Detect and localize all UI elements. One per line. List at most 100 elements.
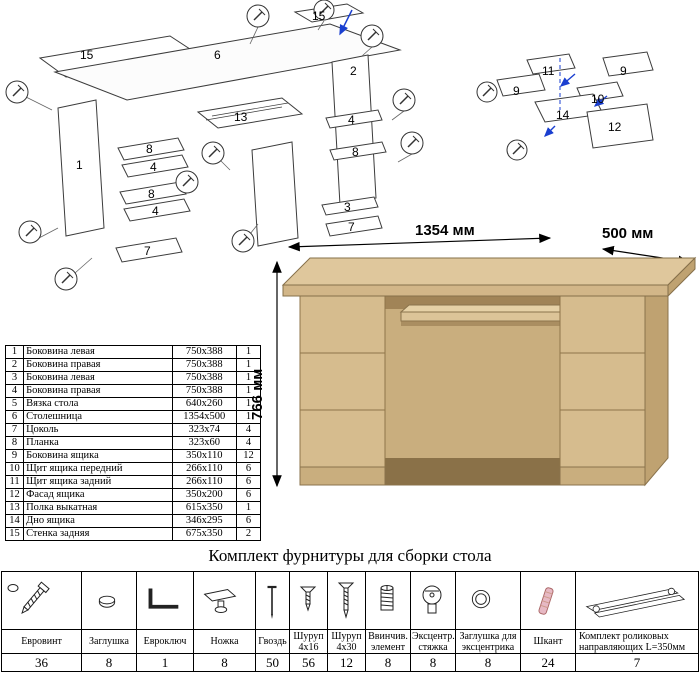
part-number: 5 — [4, 397, 25, 411]
parts-row: 1 Боковина левая 750x388 1 — [4, 345, 262, 359]
part-number: 14 — [4, 514, 25, 528]
hardware-qty-row: 36 8 1 8 50 56 12 8 8 8 24 7 — [1, 653, 699, 672]
part-name: Боковина правая — [23, 384, 173, 398]
depth-dimension-label: 500 мм — [602, 225, 654, 242]
part-number: 12 — [4, 488, 25, 502]
parts-row: 10 Щит ящика передний 266x110 6 — [4, 462, 262, 476]
plinths — [299, 466, 646, 486]
part-number-label: 14 — [556, 108, 570, 122]
euroscrew-icon — [7, 581, 50, 614]
hardware-table: Евровинт Заглушка Евроключ Ножка Гвоздь … — [1, 571, 699, 672]
part-number: 2 — [4, 358, 25, 372]
part-name: Боковина левая — [23, 371, 173, 385]
part-name: Полка выкатная — [23, 501, 173, 515]
parts-row: 5 Вязка стола 640x260 1 — [4, 397, 262, 411]
drawer-front — [559, 409, 646, 468]
part-qty: 1 — [235, 410, 262, 424]
part-size: 266x110 — [171, 462, 237, 476]
part-name: Боковина левая — [23, 345, 173, 359]
part-size: 266x110 — [171, 475, 237, 489]
hardware-name: Эксцентр. стяжка — [410, 629, 456, 654]
hardware-qty: 8 — [410, 653, 456, 672]
part-size: 640x260 — [171, 397, 237, 411]
part-name: Цоколь — [23, 423, 173, 437]
hardware-qty: 36 — [1, 653, 82, 672]
hardware-name: Заглушка для эксцентрика — [455, 629, 521, 654]
hardware-qty: 12 — [327, 653, 366, 672]
parts-row: 2 Боковина правая 750x388 1 — [4, 358, 262, 372]
part-number: 10 — [4, 462, 25, 476]
fastener-callout-circles — [476, 81, 528, 161]
part-number-label: 13 — [234, 110, 248, 124]
part-size: 350x200 — [171, 488, 237, 502]
part-number: 3 — [4, 371, 25, 385]
part-size: 346x295 — [171, 514, 237, 528]
fastener-callout-circles — [5, 0, 424, 291]
hexkey-icon — [148, 588, 179, 609]
hardware-name: Шкант — [520, 629, 576, 654]
part-number-label: 8 — [146, 142, 153, 156]
part-number-label: 4 — [348, 113, 355, 127]
leg-icon — [203, 588, 237, 613]
part-number: 11 — [4, 475, 25, 489]
hardware-name: Евроключ — [136, 629, 194, 654]
part-size: 750x388 — [171, 345, 237, 359]
part-number-label: 3 — [344, 200, 351, 214]
part-number: 6 — [4, 410, 25, 424]
part-name: Боковина правая — [23, 358, 173, 372]
part-qty: 6 — [235, 475, 262, 489]
part-number-label: 1 — [76, 158, 83, 172]
dowel-icon — [538, 586, 554, 615]
parts-row: 3 Боковина левая 750x388 1 — [4, 371, 262, 385]
drawer-assembly-arrows — [544, 58, 608, 137]
part-number-label: 4 — [152, 204, 159, 218]
assembly-direction-arrow — [339, 9, 353, 36]
drawer-panels-lineart — [496, 51, 654, 149]
parts-row: 9 Боковина ящика 350x110 12 — [4, 449, 262, 463]
part-number: 4 — [4, 384, 25, 398]
part-name: Вязка стола — [23, 397, 173, 411]
hardware-qty: 8 — [455, 653, 521, 672]
exploded-view-drawer — [476, 51, 654, 161]
part-qty: 1 — [235, 345, 262, 359]
part-qty: 12 — [235, 449, 262, 463]
callout-leader-lines — [25, 20, 413, 274]
desk-render — [272, 233, 697, 488]
part-number-label: 8 — [352, 145, 359, 159]
hardware-name: Шуруп 4x16 — [289, 629, 328, 654]
part-number-label: 8 — [148, 187, 155, 201]
part-name: Щит ящика задний — [23, 475, 173, 489]
parts-row: 6 Столешница 1354x500 1 — [4, 410, 262, 424]
part-name: Боковина ящика — [23, 449, 173, 463]
part-number: 9 — [4, 449, 25, 463]
drawer-fronts — [299, 295, 646, 468]
part-qty: 1 — [235, 358, 262, 372]
part-number: 13 — [4, 501, 25, 515]
right-side-panel — [644, 267, 669, 487]
parts-row: 12 Фасад ящика 350x200 6 — [4, 488, 262, 502]
hardware-name: Ножка — [193, 629, 256, 654]
part-number: 15 — [4, 527, 25, 541]
parts-row: 8 Планка 323x60 4 — [4, 436, 262, 450]
drawer-front — [299, 295, 386, 354]
threaded-insert-icon — [380, 584, 394, 610]
part-size: 750x388 — [171, 358, 237, 372]
parts-row: 4 Боковина правая 750x388 1 — [4, 384, 262, 398]
hardware-qty: 1 — [136, 653, 194, 672]
width-dimension-label: 1354 мм — [415, 222, 475, 239]
part-size: 350x110 — [171, 449, 237, 463]
hardware-name: Шуруп 4x30 — [327, 629, 366, 654]
part-qty: 6 — [235, 514, 262, 528]
hardware-qty: 7 — [575, 653, 699, 672]
part-size: 615x350 — [171, 501, 237, 515]
parts-list-table: 1 Боковина левая 750x388 1 2 Боковина пр… — [4, 345, 262, 541]
part-qty: 1 — [235, 384, 262, 398]
keyboard-tray — [399, 304, 575, 326]
part-size: 675x350 — [171, 527, 237, 541]
part-name: Фасад ящика — [23, 488, 173, 502]
part-number-label: 9 — [620, 64, 627, 78]
part-number-label: 4 — [150, 160, 157, 174]
drawer-front — [559, 352, 646, 411]
screw-long-icon — [337, 582, 355, 619]
